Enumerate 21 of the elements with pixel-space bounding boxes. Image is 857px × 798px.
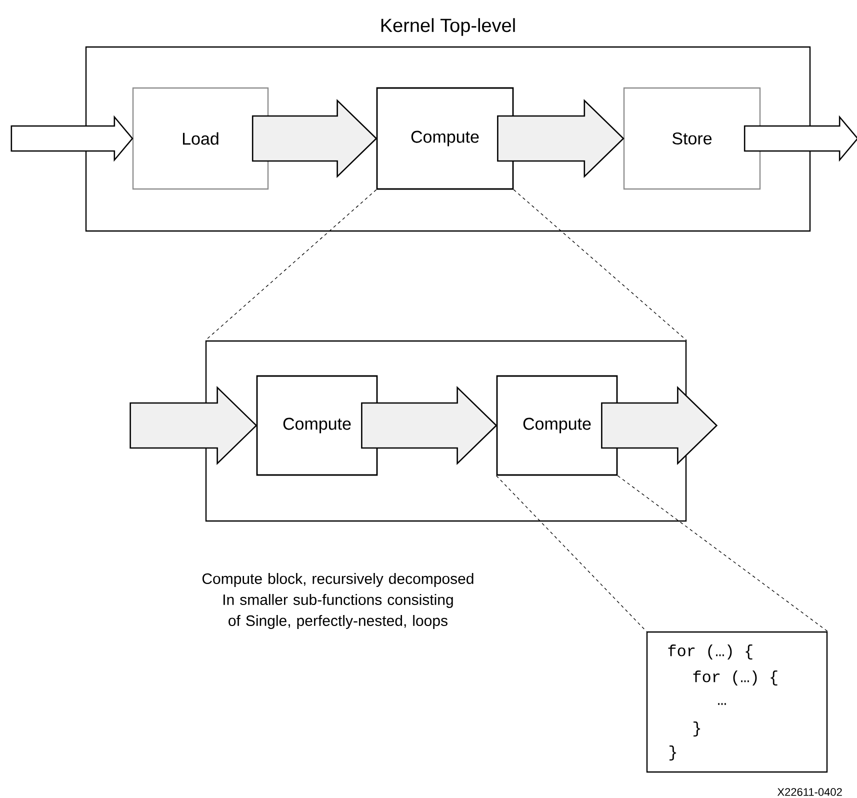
process-box: Compute [496, 375, 618, 476]
node-label: Kernel Top-level [381, 18, 515, 36]
container-box [205, 340, 687, 522]
leader-line [496, 475, 647, 632]
process-box: Compute [376, 87, 514, 190]
figure-id: X22611-0402 [777, 788, 842, 796]
process-box: Load [132, 87, 269, 190]
block-arrow [252, 98, 378, 178]
code-box: for (…) { for (…) { … } } [646, 631, 828, 773]
leader-line [513, 189, 687, 341]
leader-line [205, 189, 377, 341]
block-arrow [361, 386, 498, 466]
block-arrow [744, 115, 857, 162]
block-arrow [130, 386, 258, 466]
leader-line [617, 475, 828, 632]
note-text: Compute block, recursively decomposed In smaller sub-functions consisting of Single, perfectly-nested, loops [202, 573, 474, 629]
process-box: Store [623, 87, 761, 190]
process-box: Compute [256, 375, 378, 476]
block-arrow [10, 115, 134, 162]
block-arrow [601, 386, 718, 466]
block-arrow [497, 98, 624, 178]
